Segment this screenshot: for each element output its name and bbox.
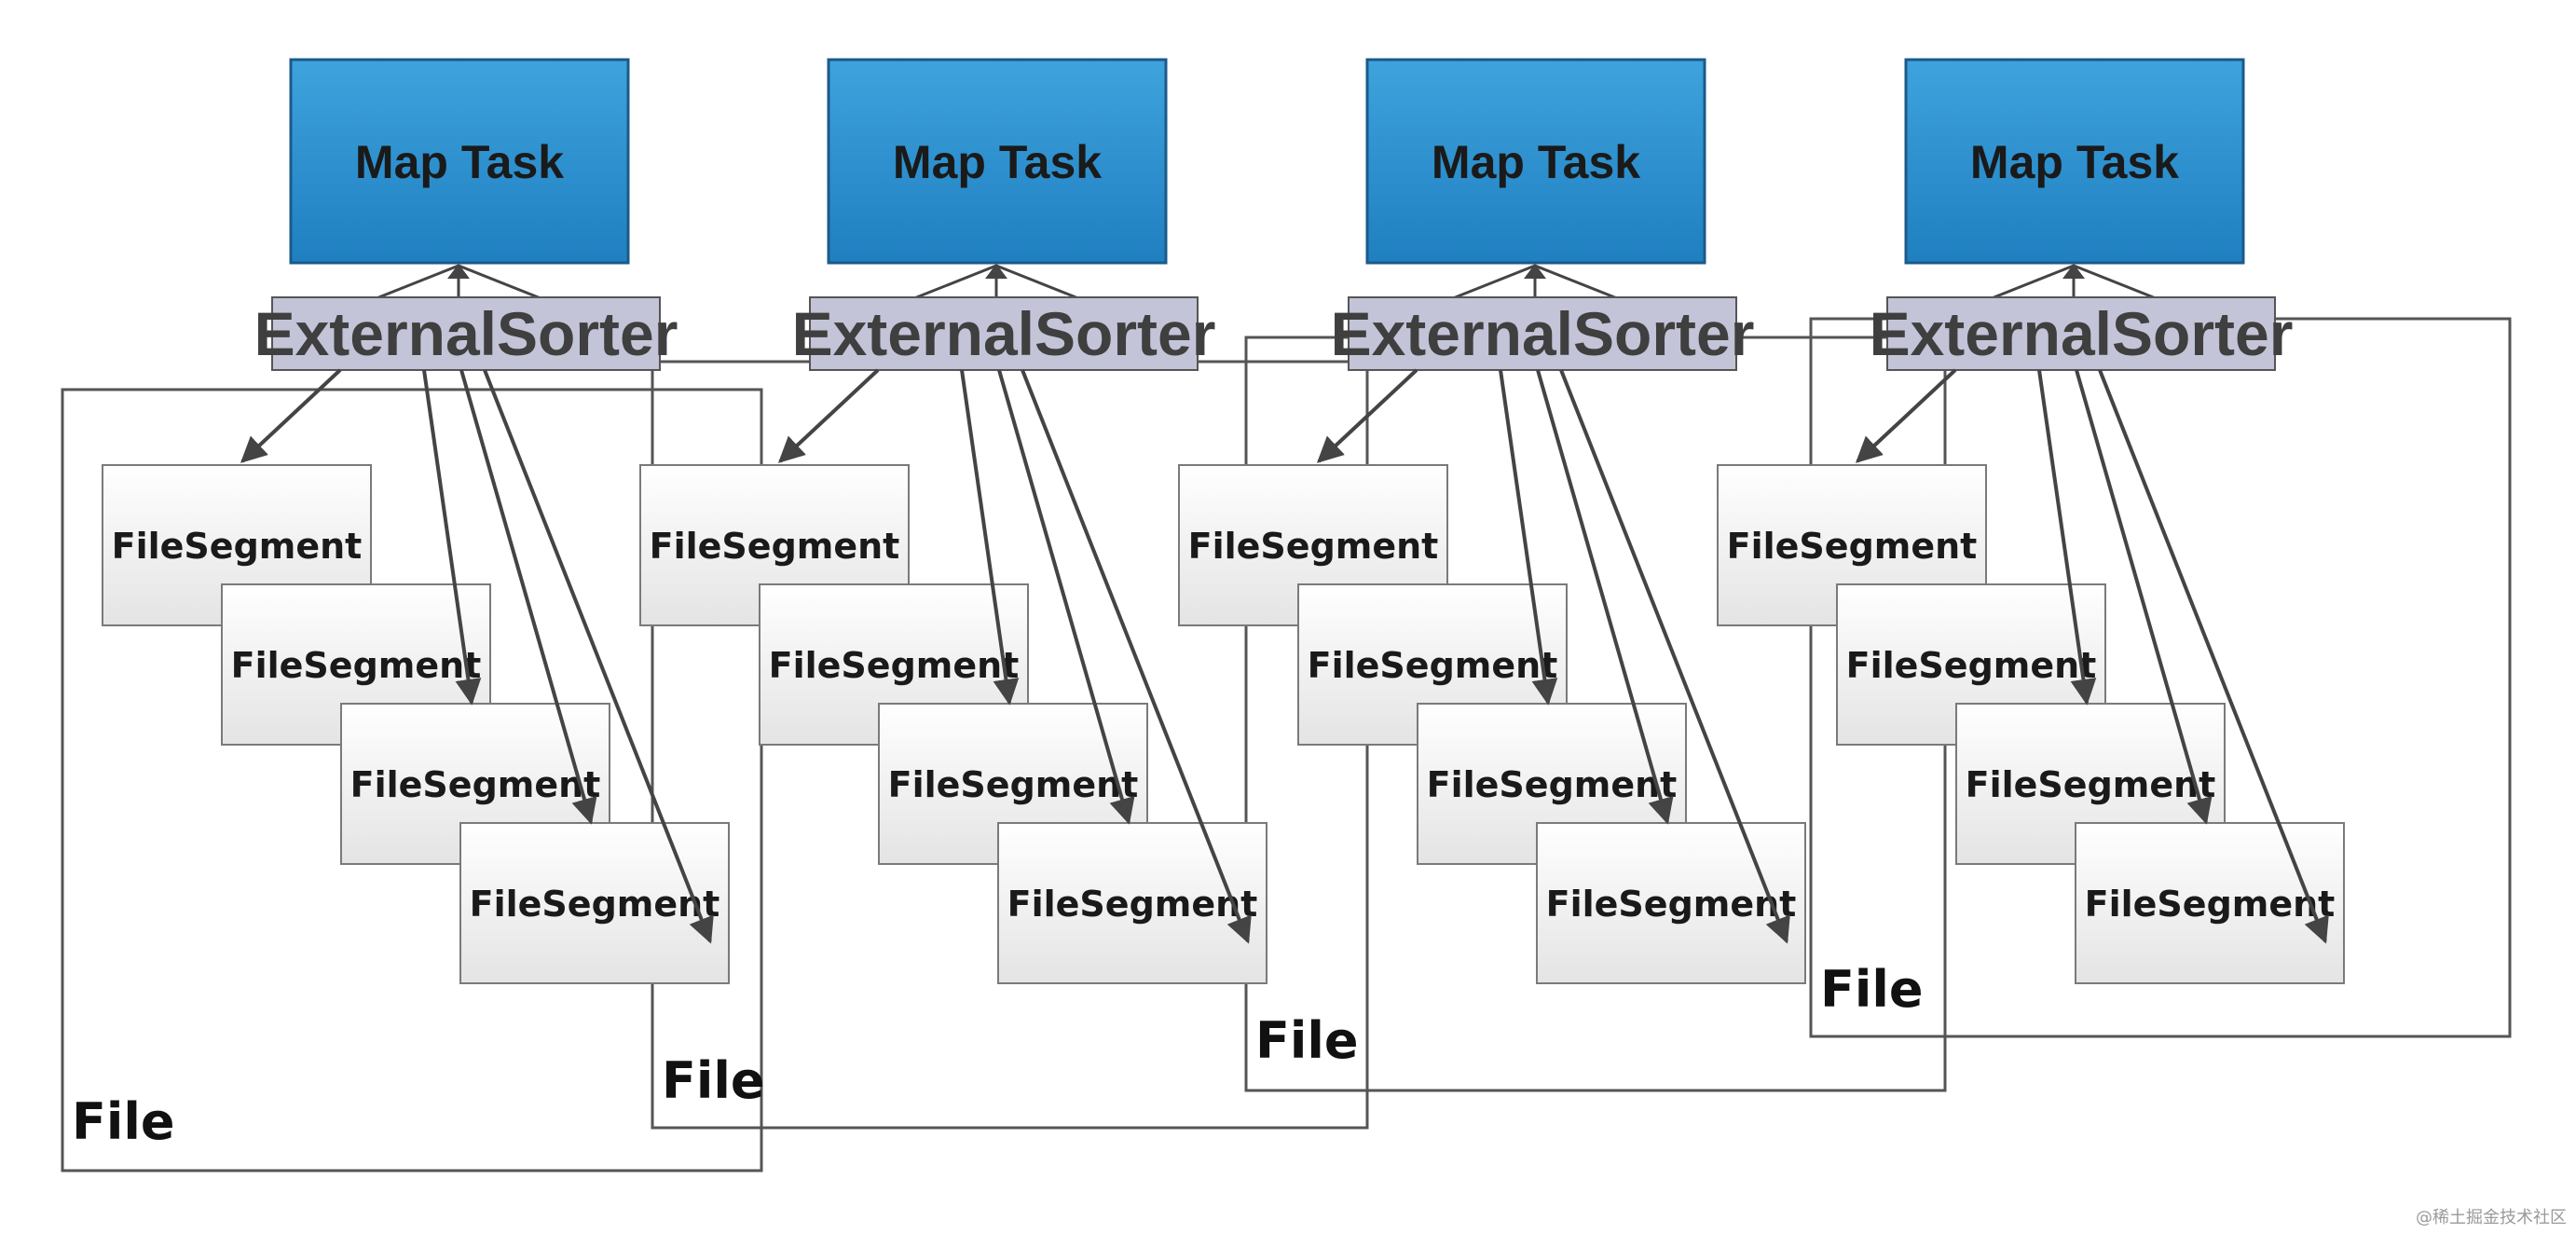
- task-sorter-link: [2073, 264, 2157, 300]
- task-sorter-link: [1534, 264, 1618, 300]
- map-task-label-1: Map Task: [355, 136, 564, 188]
- sorter-to-segment-arrow: [1855, 368, 1957, 463]
- sorter-to-segment-arrow: [960, 369, 1020, 706]
- file-segment-label: FileSegment: [470, 884, 720, 925]
- file-segment-label: FileSegment: [1846, 645, 2097, 686]
- task-sorter-link: [376, 264, 459, 300]
- file-label-2: File: [662, 1051, 765, 1110]
- sorter-to-segment-arrow: [2098, 369, 2329, 944]
- file-segment-label: FileSegment: [888, 764, 1139, 805]
- external-sorter-label-4: ExternalSorter: [1870, 299, 2294, 368]
- file-segment-label: FileSegment: [1188, 526, 1439, 567]
- map-task-label-3: Map Task: [1432, 136, 1640, 188]
- sorter-to-segment-arrow: [1559, 369, 1790, 944]
- task-sorter-link: [995, 264, 1079, 300]
- sorter-to-segment-arrow: [240, 368, 342, 463]
- sorter-to-segment-arrow: [1499, 369, 1558, 706]
- sorter-to-segment-arrow: [2075, 369, 2213, 825]
- file-segment-label: FileSegment: [231, 645, 482, 686]
- arrow-layer: [240, 368, 2329, 944]
- sorter-to-segment-arrow: [997, 369, 1135, 825]
- file-segment-label: FileSegment: [2085, 884, 2336, 925]
- sorter-to-segment-arrow: [483, 369, 714, 944]
- file-segment-label: FileSegment: [1427, 764, 1678, 805]
- sorter-to-segment-arrow: [422, 369, 482, 706]
- external-sorter-box-4: [1886, 296, 2276, 371]
- map-task-box-2: [827, 58, 1168, 265]
- task-sorter-link: [1991, 264, 2075, 300]
- external-sorter-box-1: [271, 296, 661, 371]
- file-segment-3-4: [1536, 822, 1806, 984]
- file-frame-1: [61, 388, 763, 1172]
- sorter-to-segment-arrow: [1536, 369, 1674, 825]
- external-sorter-label-3: ExternalSorter: [1331, 299, 1755, 368]
- external-sorter-label-2: ExternalSorter: [792, 299, 1216, 368]
- external-sorter-label-1: ExternalSorter: [254, 299, 678, 368]
- task-link-arrowhead: [447, 264, 470, 279]
- external-sorter-box-2: [809, 296, 1199, 371]
- map-task-label-4: Map Task: [1970, 136, 2179, 188]
- file-segment-label: FileSegment: [1546, 884, 1797, 925]
- segment-layer: FileSegmentFileSegmentFileSegmentFileSeg…: [102, 464, 2345, 984]
- watermark: @稀土掘金技术社区: [2416, 1208, 2567, 1227]
- file-label-3: File: [1255, 1011, 1359, 1070]
- file-segment-2-4: [997, 822, 1267, 984]
- task-sorter-link: [1452, 264, 1536, 300]
- file-segment-label: FileSegment: [112, 526, 363, 567]
- file-segment-label: FileSegment: [350, 764, 601, 805]
- map-task-box-3: [1365, 58, 1706, 265]
- file-segment-4-4: [2075, 822, 2345, 984]
- task-link-arrowhead: [985, 264, 1007, 279]
- file-segment-label: FileSegment: [1007, 884, 1258, 925]
- map-task-box-1: [289, 58, 630, 265]
- file-label-1: File: [72, 1092, 175, 1151]
- sorter-to-segment-arrow: [459, 369, 597, 825]
- file-segment-label: FileSegment: [650, 526, 900, 567]
- file-label-4: File: [1820, 960, 1924, 1019]
- map-task-label-2: Map Task: [893, 136, 1102, 188]
- task-sorter-link: [913, 264, 997, 300]
- file-segment-label: FileSegment: [1727, 526, 1978, 567]
- task-link-arrowhead: [1524, 264, 1546, 279]
- sorter-to-segment-arrow: [1021, 369, 1252, 944]
- task-sorter-link: [458, 264, 541, 300]
- file-segment-1-4: [459, 822, 730, 984]
- sorter-to-segment-arrow: [2037, 369, 2097, 706]
- file-segment-label: FileSegment: [1966, 764, 2216, 805]
- sorter-to-segment-arrow: [1316, 368, 1418, 463]
- file-segment-label: FileSegment: [769, 645, 1020, 686]
- file-segment-label: FileSegment: [1308, 645, 1558, 686]
- map-task-box-4: [1904, 58, 2245, 265]
- external-sorter-box-3: [1348, 296, 1737, 371]
- task-link-arrowhead: [2062, 264, 2085, 279]
- sorter-to-segment-arrow: [777, 368, 880, 463]
